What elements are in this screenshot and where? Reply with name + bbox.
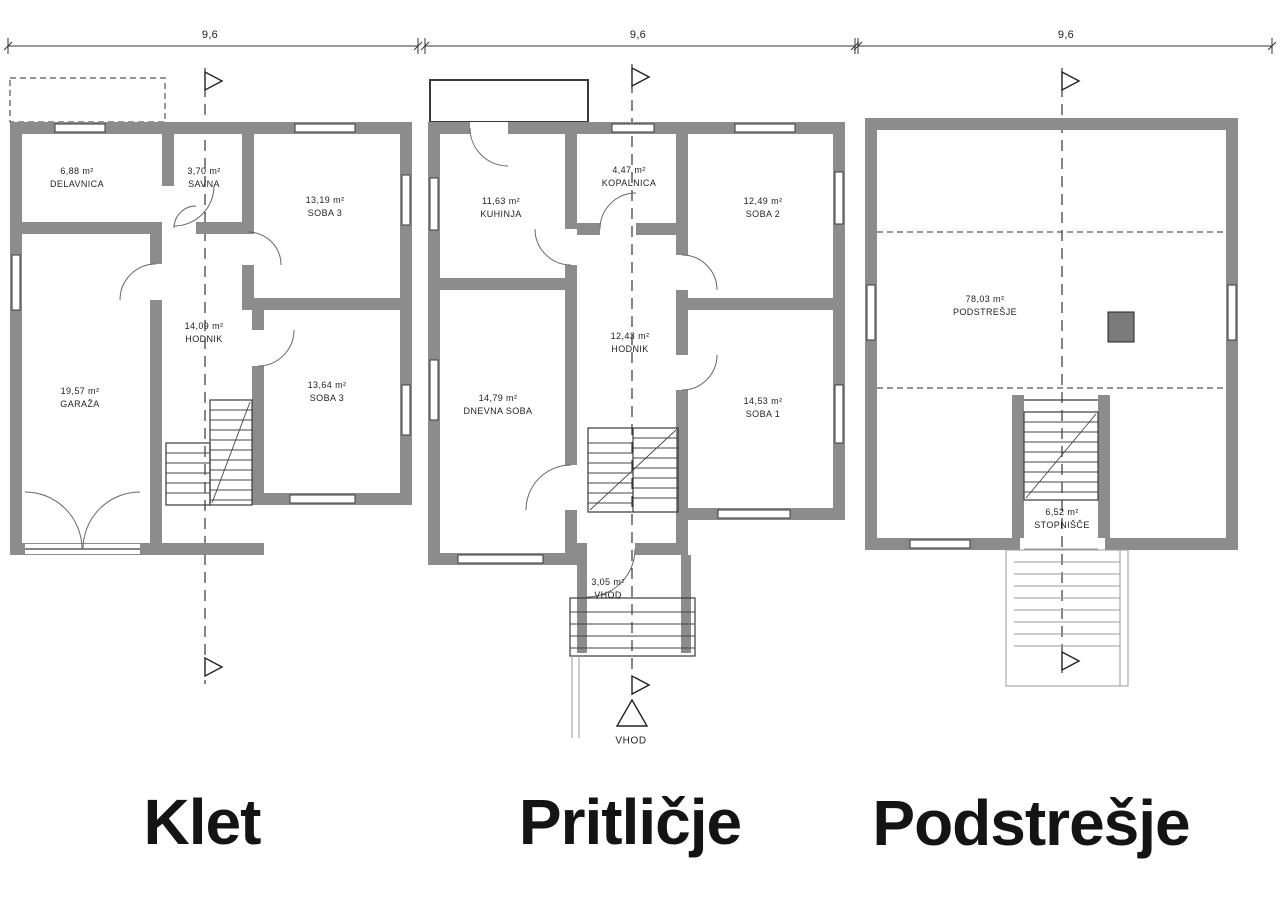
floor-title-klet: Klet <box>143 786 262 858</box>
room-label-kopalnica: 4,47 m² KOPALNICA <box>602 164 656 190</box>
room-label-soba3-zgoraj: 13,19 m² SOBA 3 <box>306 194 345 220</box>
dimension-label-podstresje: 9,6 <box>1057 29 1075 41</box>
section-line-podstresje <box>1061 68 1081 680</box>
room-area: 19,57 m² <box>60 385 100 396</box>
room-label-hodnik-pritlicje: 12,43 m² HODNIK <box>611 330 650 356</box>
room-label-dnevna-soba: 14,79 m² DNEVNA SOBA <box>464 392 533 418</box>
room-area: 14,53 m² <box>743 395 783 406</box>
plan-klet <box>9 77 412 555</box>
room-name: SOBA 3 <box>307 208 343 218</box>
room-area: 6,52 m² <box>1045 506 1079 517</box>
room-label-soba3-spodaj: 13,64 m² SOBA 3 <box>308 379 347 405</box>
room-area: 3,70 m² <box>187 165 221 176</box>
floor-title-podstresje: Podstrešje <box>872 787 1190 859</box>
section-line-klet <box>204 68 224 684</box>
plan-pritlicje <box>428 79 845 738</box>
room-area: 12,49 m² <box>743 195 783 206</box>
room-label-hodnik-klet: 14,09 m² HODNIK <box>185 320 224 346</box>
room-area: 6,88 m² <box>60 165 94 176</box>
room-name: SOBA 1 <box>745 409 781 419</box>
room-label-savna: 3,70 m² SAVNA <box>187 165 220 191</box>
room-label-delavnica: 6,88 m² DELAVNICA <box>50 165 104 191</box>
dimension-line-podstresje <box>853 38 1277 54</box>
entrance-arrow <box>615 698 649 727</box>
room-area: 4,47 m² <box>612 164 646 175</box>
room-label-podstresje: 78,03 m² PODSTREŠJE <box>953 293 1017 319</box>
room-area: 13,64 m² <box>307 379 347 390</box>
dimension-label-pritlicje: 9,6 <box>629 29 647 41</box>
room-name: GARAŽA <box>60 399 100 409</box>
room-area: 12,43 m² <box>610 330 650 341</box>
room-name: KOPALNICA <box>601 178 657 188</box>
room-name: DNEVNA SOBA <box>463 406 533 416</box>
room-label-soba2: 12,49 m² SOBA 2 <box>744 195 783 221</box>
room-area: 78,03 m² <box>965 293 1005 304</box>
room-name: DELAVNICA <box>50 179 104 189</box>
room-label-stopnisce: 6,52 m² STOPNIŠČE <box>1034 506 1089 532</box>
room-name: KUHINJA <box>480 209 522 219</box>
floor-title-pritlicje: Pritličje <box>518 786 742 858</box>
room-area: 3,05 m² <box>591 576 625 587</box>
room-name: SAVNA <box>188 179 220 189</box>
room-label-soba1: 14,53 m² SOBA 1 <box>744 395 783 421</box>
section-line-pritlicje <box>631 64 651 696</box>
room-label-kuhinja: 11,63 m² KUHINJA <box>480 195 521 221</box>
room-area: 14,79 m² <box>478 392 518 403</box>
room-name: HODNIK <box>185 334 223 344</box>
room-area: 11,63 m² <box>481 195 521 206</box>
room-name: VHOD <box>594 590 622 600</box>
dimension-line-klet <box>3 38 423 54</box>
room-name: SOBA 3 <box>309 393 345 403</box>
room-name: HODNIK <box>611 344 649 354</box>
chimney <box>1107 311 1135 343</box>
plan-podstresje <box>865 118 1238 687</box>
room-label-vhod: 3,05 m² VHOD <box>591 576 624 602</box>
entrance-arrow-label: VHOD <box>615 735 647 747</box>
room-name: STOPNIŠČE <box>1034 520 1090 530</box>
room-label-garaza: 19,57 m² GARAŽA <box>60 385 99 411</box>
room-name: SOBA 2 <box>745 209 781 219</box>
dimension-label-klet: 9,6 <box>201 29 219 41</box>
room-area: 13,19 m² <box>305 194 345 205</box>
room-name: PODSTREŠJE <box>952 307 1018 317</box>
room-area: 14,09 m² <box>184 320 224 331</box>
